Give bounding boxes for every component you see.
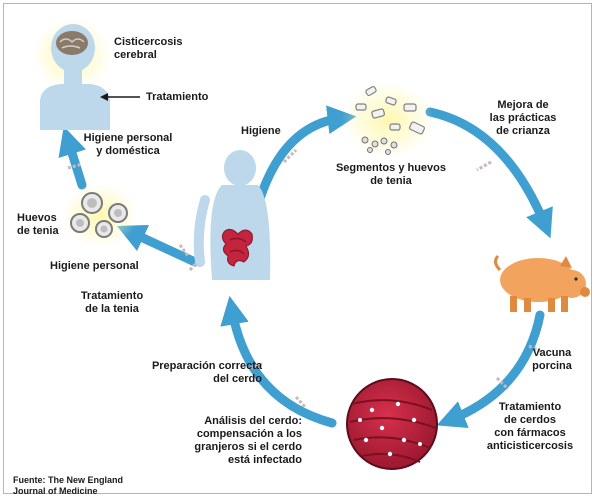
label-tratamiento-de-la-tenia: Tratamiento de la tenia [62, 290, 162, 316]
label-huevos-de-tenia: Huevos de tenia [17, 212, 59, 238]
pig-icon [495, 256, 590, 312]
label-higiene-personal: Higiene personal [50, 260, 139, 273]
label-analisis-cerdo: Análisis del cerdo: compensación a los g… [162, 415, 302, 467]
infected-meat-icon [347, 379, 437, 469]
label-vacuna-porcina: Vacuna porcina [519, 347, 585, 373]
tapeworm-eggs-icon [62, 183, 138, 247]
label-tratamiento: Tratamiento [146, 91, 208, 104]
label-tratamiento-cerdos: Tratamiento de cerdos con fármacos antic… [476, 401, 584, 453]
label-preparacion-correcta: Preparación correcta del cerdo [122, 360, 262, 386]
arrow-torso-to-eggs [130, 232, 195, 262]
source-credit: Fuente: The New England Journal of Medic… [13, 475, 123, 497]
tapeworm-segments-icon [342, 82, 434, 158]
label-cisticercosis-cerebral: Cisticercosis cerebral [114, 36, 182, 62]
label-mejora-practicas: Mejora de las prácticas de crianza [478, 99, 568, 138]
label-higiene-personal-domestica: Higiene personal y doméstica [63, 132, 193, 158]
human-head-icon [32, 19, 112, 130]
label-segmentos-y-huevos: Segmentos y huevos de tenia [330, 162, 452, 188]
human-torso-icon [199, 150, 270, 280]
label-higiene: Higiene [241, 125, 281, 138]
